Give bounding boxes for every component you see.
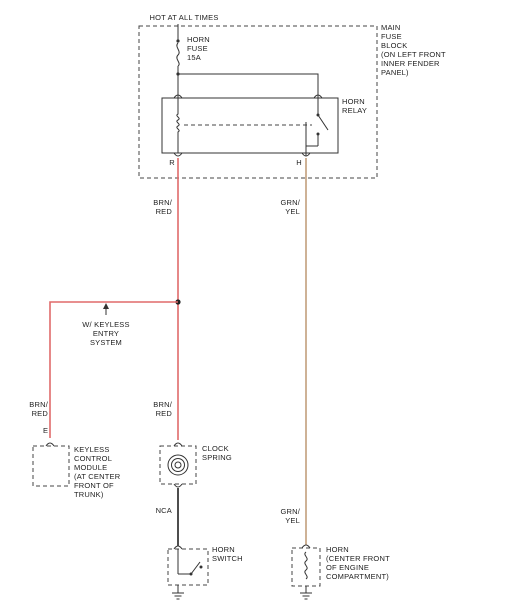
grn-yel-bottom-label-2: YEL — [285, 516, 300, 525]
main-fuse-block-label-1: MAIN — [381, 23, 401, 32]
clock-spring-icon — [167, 454, 189, 476]
main-fuse-block-label-2: FUSE — [381, 32, 402, 41]
main-fuse-block-label-3: BLOCK — [381, 41, 407, 50]
nca-label: NCA — [156, 506, 172, 515]
grn-yel-top-label-1: GRN/ — [280, 198, 300, 207]
keyless-label-2: ENTRY — [93, 329, 119, 338]
horn-relay-label-1: HORN — [342, 97, 365, 106]
hot-at-all-times-label: HOT AT ALL TIMES — [149, 13, 218, 22]
horn-fuse-symbol — [176, 42, 180, 67]
main-fuse-block-label-5: INNER FENDER — [381, 59, 440, 68]
relay-switch-blade — [317, 114, 329, 131]
main-fuse-block-outline — [138, 25, 378, 179]
keyless-connector — [45, 442, 55, 447]
horn-switch-contact-right — [199, 565, 203, 569]
horn-connector — [301, 544, 311, 549]
horn-fuse-label-3: 15A — [187, 53, 201, 62]
horn-label-3: OF ENGINE — [326, 563, 369, 572]
relay-connector-bottom-right — [301, 152, 311, 157]
clock-spring-connector-bottom — [173, 483, 183, 488]
horn-fuse-label-2: FUSE — [187, 44, 208, 53]
brn-red-top-label-2: RED — [156, 207, 173, 216]
horn-label-1: HORN — [326, 545, 349, 554]
horn-relay-box — [161, 97, 339, 154]
horn-switch-connector — [173, 545, 183, 550]
keyless-arrow-icon — [103, 303, 109, 309]
relay-coil-symbol — [176, 104, 180, 146]
keyless-module-label-3: MODULE — [74, 463, 107, 472]
keyless-label-3: SYSTEM — [90, 338, 122, 347]
horn-switch-label-2: SWITCH — [212, 554, 243, 563]
keyless-module-label-5: FRONT OF — [74, 481, 114, 490]
clock-spring-icon-ring-3 — [174, 461, 182, 469]
pin-e-label: E — [43, 426, 48, 435]
main-fuse-block-label-6: PANEL) — [381, 68, 409, 77]
brn-red-mid-label-2: RED — [156, 409, 173, 418]
clock-spring-icon-ring-2 — [171, 458, 185, 472]
brn-red-left-label-2: RED — [32, 409, 49, 418]
feed-node — [176, 39, 180, 43]
relay-pin-h: H — [296, 158, 302, 167]
main-fuse-block-label-4: (ON LEFT FRONT — [381, 50, 446, 59]
keyless-module-label-6: TRUNK) — [74, 490, 104, 499]
horn-label-4: COMPARTMENT) — [326, 572, 389, 581]
keyless-module-label-1: KEYLESS — [74, 445, 110, 454]
clock-spring-outline — [159, 445, 197, 485]
horn-fuse-label-1: HORN — [187, 35, 210, 44]
brn-red-left-label-1: BRN/ — [29, 400, 48, 409]
relay-pin-r: R — [169, 158, 175, 167]
horn-outline — [291, 547, 321, 587]
keyless-module-label-2: CONTROL — [74, 454, 112, 463]
horn-switch-outline — [167, 548, 209, 586]
horn-coil-icon — [304, 551, 308, 580]
horn-switch-blade — [190, 561, 201, 575]
horn-switch-label-1: HORN — [212, 545, 235, 554]
keyless-module-outline — [32, 445, 70, 487]
clock-spring-label-2: SPRING — [202, 453, 232, 462]
grn-yel-bottom-label-1: GRN/ — [280, 507, 300, 516]
brn-red-mid-label-1: BRN/ — [153, 400, 172, 409]
clock-spring-connector-top — [173, 442, 183, 447]
grn-yel-top-label-2: YEL — [285, 207, 300, 216]
keyless-module-label-4: (AT CENTER — [74, 472, 121, 481]
relay-feed-wire — [178, 73, 319, 94]
relay-connector-bottom-left — [173, 152, 183, 157]
clock-spring-label-1: CLOCK — [202, 444, 229, 453]
horn-label-2: (CENTER FRONT — [326, 554, 390, 563]
keyless-label-1: W/ KEYLESS — [82, 320, 129, 329]
brn-red-top-label-1: BRN/ — [153, 198, 172, 207]
keyless-branch-wire — [49, 301, 178, 438]
horn-relay-label-2: RELAY — [342, 106, 367, 115]
